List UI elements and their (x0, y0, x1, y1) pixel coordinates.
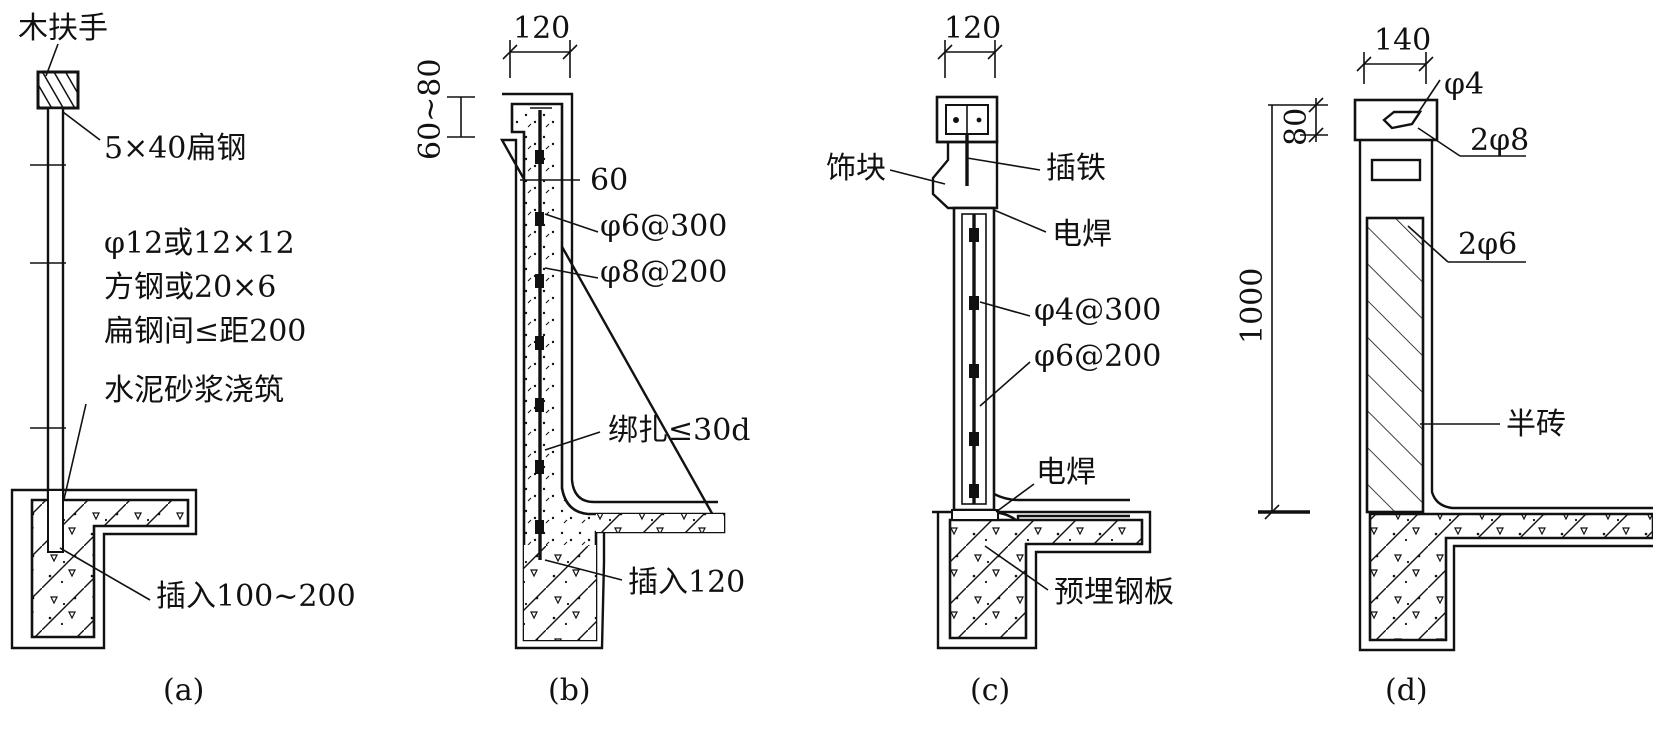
caption-a: (a) (163, 673, 204, 708)
label-cover-60: 60 (590, 163, 628, 198)
label-deco-block: 饰块 (826, 151, 886, 186)
label-rebar-b1: φ6@300 (600, 209, 727, 244)
label-insert-depth: 插入100~200 (156, 579, 356, 614)
label-bars-line1: φ12或12×12 (104, 226, 295, 261)
dim-width-d: 140 (1374, 23, 1431, 58)
label-weld-bottom: 电焊 (1036, 455, 1096, 490)
label-bars-wall: 2φ6 (1458, 227, 1517, 262)
slab-beam-section-c (948, 518, 1144, 640)
label-tie: 绑扎≤30d (608, 413, 751, 448)
label-half-brick: 半砖 (1506, 407, 1566, 442)
caption-d: (d) (1385, 673, 1428, 708)
label-rebar-c2: φ6@200 (1034, 339, 1161, 374)
label-bars-line2: 方钢或20×6 (104, 270, 276, 305)
label-bar-top: φ4 (1444, 67, 1484, 102)
label-insert-iron: 插铁 (1046, 151, 1106, 186)
panel-a: 木扶手 5×40扁钢 φ12或12×12 方钢或20×6 扁钢间≤距200 水泥… (10, 11, 356, 708)
wood-handrail-shape (36, 70, 80, 110)
label-insert-120: 插入120 (628, 565, 745, 600)
panel-d: 140 80 1000 φ4 2φ8 2φ6 半砖 (d) (1235, 23, 1653, 708)
panel-b: 120 60~80 60 φ6@300 φ8@200 绑扎≤30 (413, 11, 751, 708)
slab-beam-section (30, 498, 190, 639)
dim-cap-height-b: 60~80 (413, 59, 448, 160)
label-rebar-c1: φ4@300 (1034, 293, 1161, 328)
label-bars-line3: 扁钢间≤距200 (104, 314, 306, 349)
label-rebar-b2: φ8@200 (600, 255, 727, 290)
caption-b: (b) (548, 673, 591, 708)
dim-width-b: 120 (513, 11, 570, 46)
slab-beam-section-d (1368, 512, 1653, 642)
label-wood-handrail: 木扶手 (18, 11, 108, 46)
panel-c: 120 插铁 饰块 电焊 φ4@300 φ6@200 电 (826, 11, 1174, 708)
dim-width-c: 120 (944, 11, 1001, 46)
dim-height-d: 1000 (1235, 268, 1270, 344)
cap-d (1353, 98, 1439, 142)
half-brick-wall (1365, 216, 1425, 514)
label-mortar: 水泥砂浆浇筑 (104, 373, 284, 408)
caption-c: (c) (970, 673, 1010, 708)
railing-post (46, 106, 65, 516)
label-weld-top: 电焊 (1052, 217, 1112, 252)
label-embedded-plate: 预埋钢板 (1054, 575, 1174, 610)
label-flat-steel: 5×40扁钢 (104, 131, 246, 166)
dim-cap-height-d: 80 (1279, 108, 1314, 146)
label-bars-cap: 2φ8 (1470, 123, 1529, 158)
